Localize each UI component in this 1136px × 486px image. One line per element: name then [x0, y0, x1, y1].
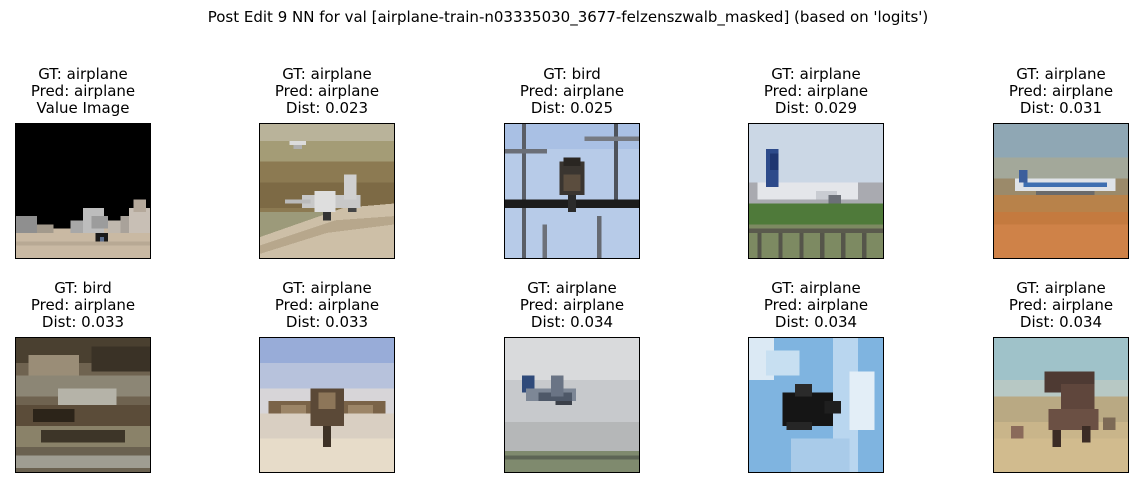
ground-truth-label: GT: airplane: [771, 65, 861, 83]
prediction-label: Pred: airplane: [763, 82, 869, 100]
distance-label: Dist: 0.029: [774, 99, 858, 117]
neighbor-image: [748, 337, 884, 473]
neighbor-image: [993, 123, 1129, 259]
panel-title: GT: airplane Pred: airplane Dist: 0.034: [953, 280, 1136, 331]
panel-title: GT: bird Pred: airplane Dist: 0.033: [0, 280, 191, 331]
figure-title: Post Edit 9 NN for val [airplane-train-n…: [207, 8, 929, 26]
distance-label: Dist: 0.034: [1019, 313, 1103, 331]
prediction-label: Pred: airplane: [519, 296, 625, 314]
ground-truth-label: GT: airplane: [771, 279, 861, 297]
prediction-label: Pred: airplane: [274, 82, 380, 100]
neighbor-image: [748, 123, 884, 259]
ground-truth-label: GT: bird: [543, 65, 601, 83]
distance-label: Dist: 0.033: [41, 313, 125, 331]
prediction-label: Pred: airplane: [274, 296, 380, 314]
ground-truth-label: GT: airplane: [527, 279, 617, 297]
panel-title: GT: airplane Pred: airplane Dist: 0.034: [708, 280, 924, 331]
neighbor-image: [259, 337, 395, 473]
prediction-label: Pred: airplane: [1008, 82, 1114, 100]
value-image-label: Value Image: [36, 99, 130, 117]
ground-truth-label: GT: airplane: [38, 65, 128, 83]
query-image: [15, 123, 151, 259]
neighbor-image: [259, 123, 395, 259]
distance-label: Dist: 0.034: [530, 313, 614, 331]
ground-truth-label: GT: airplane: [282, 65, 372, 83]
neighbor-image: [993, 337, 1129, 473]
ground-truth-label: GT: airplane: [282, 279, 372, 297]
prediction-label: Pred: airplane: [763, 296, 869, 314]
panel-title: GT: airplane Pred: airplane Dist: 0.034: [464, 280, 680, 331]
prediction-label: Pred: airplane: [30, 296, 136, 314]
panel-title: GT: airplane Pred: airplane Dist: 0.031: [953, 66, 1136, 117]
prediction-label: Pred: airplane: [1008, 296, 1114, 314]
prediction-label: Pred: airplane: [30, 82, 136, 100]
ground-truth-label: GT: bird: [54, 279, 112, 297]
panel-title: GT: airplane Pred: airplane Dist: 0.033: [219, 280, 435, 331]
panel-title: GT: airplane Pred: airplane Dist: 0.023: [219, 66, 435, 117]
panel-title: GT: bird Pred: airplane Dist: 0.025: [464, 66, 680, 117]
panel-title: GT: airplane Pred: airplane Dist: 0.029: [708, 66, 924, 117]
distance-label: Dist: 0.025: [530, 99, 614, 117]
distance-label: Dist: 0.023: [285, 99, 369, 117]
neighbor-image: [504, 123, 640, 259]
distance-label: Dist: 0.031: [1019, 99, 1103, 117]
neighbor-image: [504, 337, 640, 473]
ground-truth-label: GT: airplane: [1016, 279, 1106, 297]
ground-truth-label: GT: airplane: [1016, 65, 1106, 83]
neighbor-image: [15, 337, 151, 473]
prediction-label: Pred: airplane: [519, 82, 625, 100]
distance-label: Dist: 0.034: [774, 313, 858, 331]
distance-label: Dist: 0.033: [285, 313, 369, 331]
panel-title: GT: airplane Pred: airplane Value Image: [0, 66, 191, 117]
